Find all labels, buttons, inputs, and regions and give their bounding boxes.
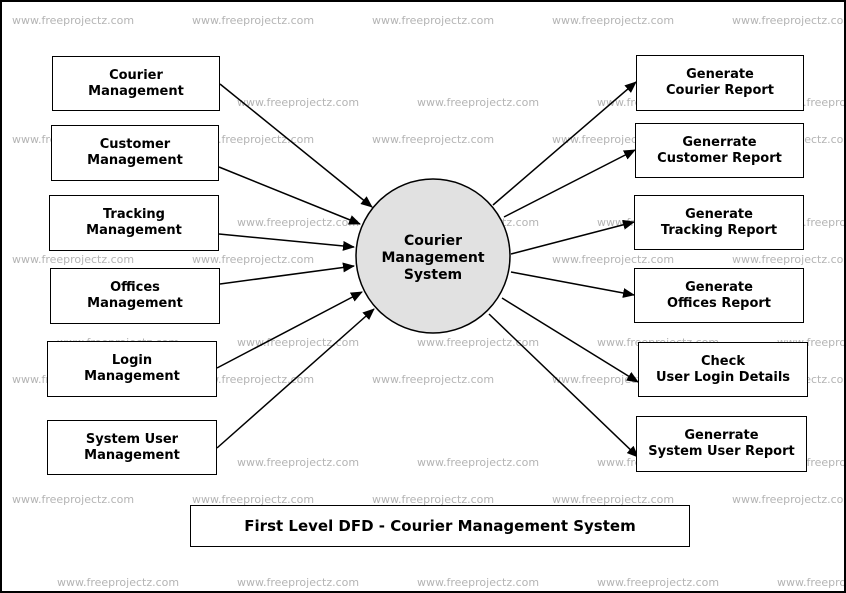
arrow-system-to-system-user-report xyxy=(488,313,639,458)
entity-tracking-management: Tracking Management xyxy=(49,195,219,251)
entity-label: Offices Management xyxy=(87,280,183,311)
entity-label: Customer Management xyxy=(87,137,183,168)
entity-system-user-management: System User Management xyxy=(47,420,217,475)
central-process-text: Courier Management System xyxy=(381,232,485,283)
report-check-user-login-details: Check User Login Details xyxy=(638,342,808,397)
report-label: Generate Tracking Report xyxy=(660,206,778,238)
arrow-system-to-courier-report xyxy=(492,81,637,206)
arrow-system-to-login-details xyxy=(501,297,639,383)
arrow-offices-management-to-system xyxy=(219,262,355,285)
report-generate-offices-report: Generate Offices Report xyxy=(634,268,804,323)
entity-label: Courier Management xyxy=(88,67,184,99)
entity-customer-management: Customer Management xyxy=(51,125,219,181)
entity-label: System User Management xyxy=(84,431,180,463)
report-label: Generrate System User Report xyxy=(648,428,795,459)
arrow-system-to-customer-report xyxy=(503,149,636,218)
central-process-label: Courier Management System xyxy=(357,226,509,290)
arrow-system-to-offices-report xyxy=(510,271,635,298)
entity-courier-management: Courier Management xyxy=(52,56,220,111)
report-label: Generrate Customer Report xyxy=(657,134,782,166)
report-label: Check User Login Details xyxy=(655,353,791,385)
arrow-courier-management-to-system xyxy=(219,83,373,208)
entity-label: Tracking Management xyxy=(86,207,182,238)
arrow-login-management-to-system xyxy=(216,291,363,369)
diagram-caption: First Level DFD - Courier Management Sys… xyxy=(244,517,636,535)
entity-login-management: Login Management xyxy=(47,341,217,397)
report-label: Generate Courier Report xyxy=(665,67,775,98)
entity-label: Login Management xyxy=(84,353,180,384)
arrow-system-to-tracking-report xyxy=(510,219,635,255)
report-label: Generate Offices Report xyxy=(666,279,772,311)
entity-offices-management: Offices Management xyxy=(50,268,220,324)
arrow-system-user-management-to-system xyxy=(216,308,375,449)
report-generrate-customer-report: Generrate Customer Report xyxy=(635,123,804,178)
report-generate-tracking-report: Generate Tracking Report xyxy=(634,195,804,250)
diagram-caption-box: First Level DFD - Courier Management Sys… xyxy=(190,505,690,547)
central-process-circle xyxy=(355,178,511,334)
report-generrate-system-user-report: Generrate System User Report xyxy=(636,416,807,472)
report-generate-courier-report: Generate Courier Report xyxy=(636,55,804,111)
arrow-tracking-management-to-system xyxy=(218,233,355,251)
arrow-customer-management-to-system xyxy=(218,166,361,225)
